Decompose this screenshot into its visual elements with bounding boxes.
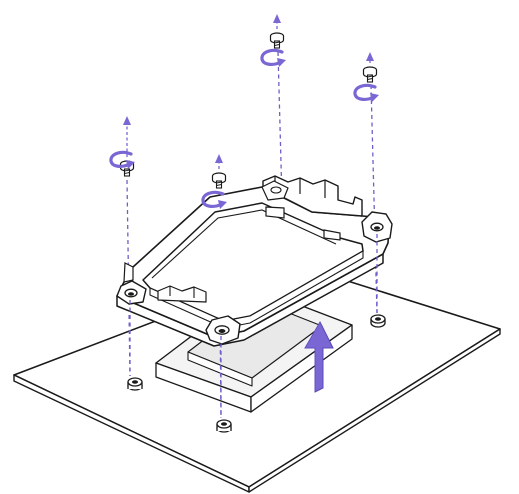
standoff-front-right (216, 419, 232, 433)
screw-icon (362, 66, 378, 83)
counterclockwise-rotate-icon (353, 83, 379, 102)
counterclockwise-rotate-icon (201, 190, 227, 209)
counterclockwise-rotate-icon (109, 150, 135, 169)
up-arrow-icon (366, 52, 374, 63)
standoff-back-right (370, 314, 386, 328)
socket-inner-plate-edge (187, 351, 253, 387)
counterclockwise-rotate-icon (260, 48, 286, 67)
bracket-inner-rim (151, 209, 337, 279)
screw-icon (269, 32, 285, 49)
screw-icon (211, 172, 227, 189)
standoff-front-left (127, 377, 143, 391)
bracket-back-clip (262, 175, 363, 217)
guide-line-back-right (370, 84, 378, 314)
lift-bracket-arrow-icon (304, 320, 334, 393)
motherboard-edge-right (248, 328, 501, 493)
up-arrow-icon (273, 14, 281, 29)
retention-bracket (116, 175, 393, 347)
up-arrow-icon (215, 154, 223, 169)
